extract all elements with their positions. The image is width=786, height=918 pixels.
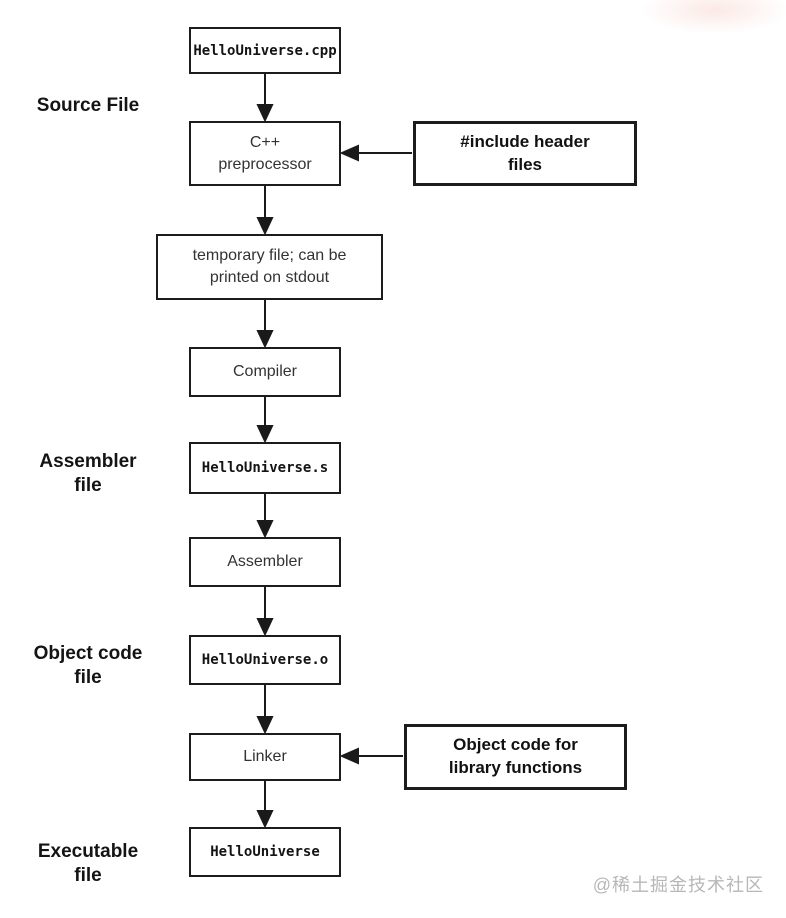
arrow-tempfile-to-compiler [256,300,274,349]
stage-label-source-file: Source File [36,95,140,116]
arrow-asmfile-to-assembler [256,494,274,539]
node-source-file: HelloUniverse.cpp [189,27,341,74]
node-compiler: Compiler [189,347,341,397]
arrow-assembler-to-objfile [256,587,274,637]
scan-artifact [640,0,786,34]
node-object-file-label: HelloUniverse.o [201,652,329,668]
node-preprocessor-label: C++ preprocessor [218,133,312,173]
arrow-preprocessor-to-tempfile [256,186,274,236]
node-object-file: HelloUniverse.o [189,635,341,685]
node-objcode-library-label: Object code for library functions [448,735,583,777]
node-assembler-file-label: HelloUniverse.s [201,460,329,476]
node-executable: HelloUniverse [189,827,341,877]
node-assembler-label: Assembler [227,553,303,571]
arrow-objcode-to-linker [339,747,403,765]
node-compiler-label: Compiler [232,363,297,381]
watermark-text: @稀土掘金技术社区 [592,875,764,895]
node-objcode-library: Object code for library functions [404,724,627,790]
node-linker-label: Linker [243,748,287,766]
arrow-compiler-to-asmfile [256,397,274,444]
node-temp-file-label: temporary file; can be printed on stdout [192,247,347,286]
node-include-headers-label: #include header files [460,131,590,174]
arrow-objfile-to-linker [256,685,274,735]
arrow-source-to-preprocessor [256,74,274,123]
stage-label-object-code-file: Object code file [33,643,143,688]
stage-label-assembler-file: Assembler file [39,451,137,496]
node-include-headers: #include header files [413,121,637,186]
node-assembler-file: HelloUniverse.s [189,442,341,494]
stage-label-executable-file: Executable file [37,841,139,886]
arrow-include-to-preprocessor [339,144,412,162]
node-source-file-label: HelloUniverse.cpp [193,42,337,59]
arrow-linker-to-executable [256,781,274,829]
node-assembler: Assembler [189,537,341,587]
node-temp-file: temporary file; can be printed on stdout [156,234,383,300]
node-linker: Linker [189,733,341,781]
node-executable-label: HelloUniverse [210,844,320,860]
node-preprocessor: C++ preprocessor [189,121,341,186]
